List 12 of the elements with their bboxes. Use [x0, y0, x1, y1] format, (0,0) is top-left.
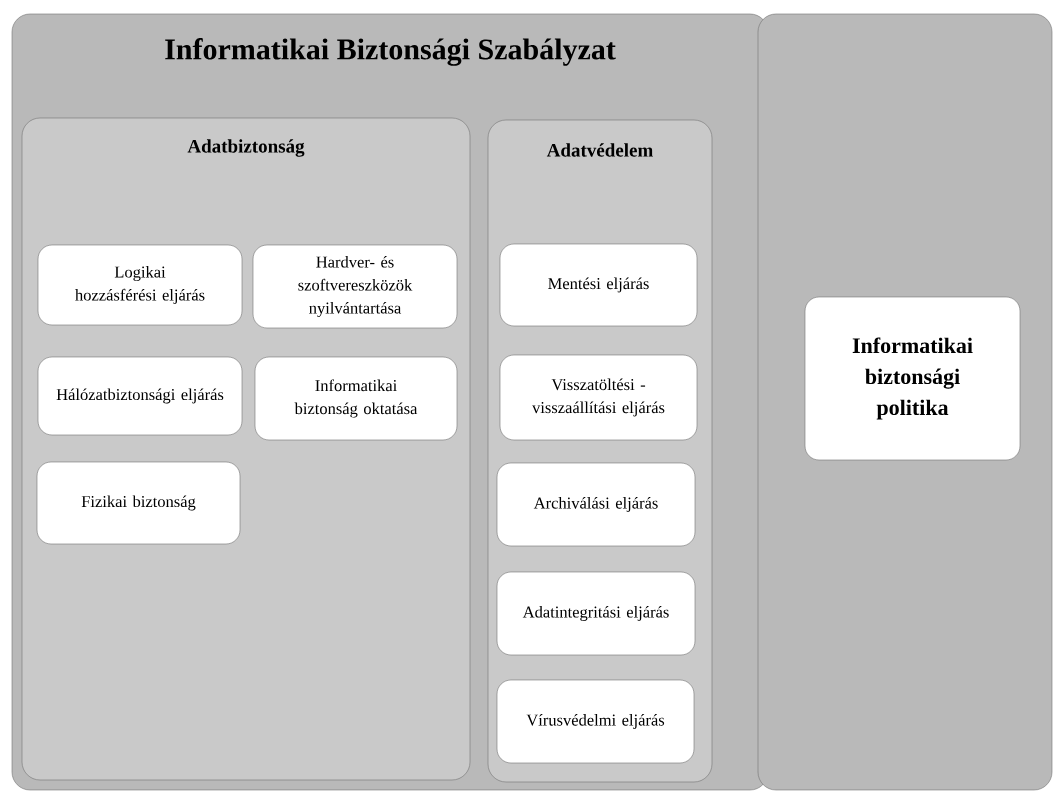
process-box: Vírusvédelmi eljárás — [496, 679, 695, 764]
process-box: Mentési eljárás — [499, 243, 698, 327]
process-box: Visszatöltési - visszaállítási eljárás — [499, 354, 698, 441]
process-box: Hálózatbiztonsági eljárás — [37, 356, 243, 436]
node-label: Informatikai Biztonsági Szabályzat — [165, 38, 616, 66]
process-box: Logikai hozzásférési eljárás — [37, 244, 243, 326]
process-box: Archiválási eljárás — [496, 462, 696, 547]
process-box: Adatintegritási eljárás — [496, 571, 696, 656]
process-box: Informatikai biztonság oktatása — [254, 356, 458, 441]
process-box: Informatikai biztonsági politika — [804, 296, 1021, 461]
process-box: Hardver- és szoftvereszközök nyilvántartása — [252, 244, 458, 329]
process-box: Fizikai biztonság — [36, 461, 241, 545]
